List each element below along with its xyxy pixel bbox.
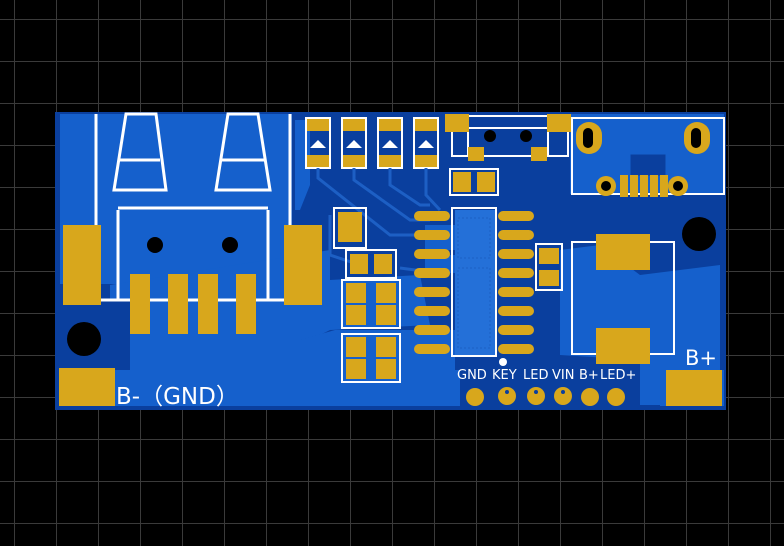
led-row	[305, 117, 439, 169]
pin-label-ledplus: LED+	[600, 368, 637, 383]
usb-mount-hole	[147, 237, 163, 253]
ic-chip	[414, 207, 534, 366]
capacitor-left	[333, 207, 367, 249]
bminus-pad	[59, 368, 115, 406]
switch	[445, 114, 571, 161]
capacitor-top	[449, 168, 499, 196]
bplus-pad	[666, 370, 722, 406]
pin-label-bplus: B+	[579, 368, 599, 383]
resistor-array	[341, 249, 401, 383]
usb-mount-hole	[222, 237, 238, 253]
bplus-label: B+	[685, 346, 718, 370]
bminus-label: B-（GND）	[116, 384, 239, 410]
pin-label-gnd: GND	[457, 368, 487, 383]
mount-hole-left	[67, 322, 101, 356]
capacitor-right	[535, 243, 563, 291]
inductor	[571, 234, 675, 364]
pin-label-vin: VIN	[552, 368, 575, 383]
pin-label-led: LED	[523, 368, 549, 383]
header-pins	[466, 387, 625, 406]
pin-label-key: KEY	[492, 368, 517, 383]
usb-pads	[63, 225, 322, 334]
micro-usb-connector	[571, 117, 725, 197]
mount-hole-right	[682, 217, 716, 251]
